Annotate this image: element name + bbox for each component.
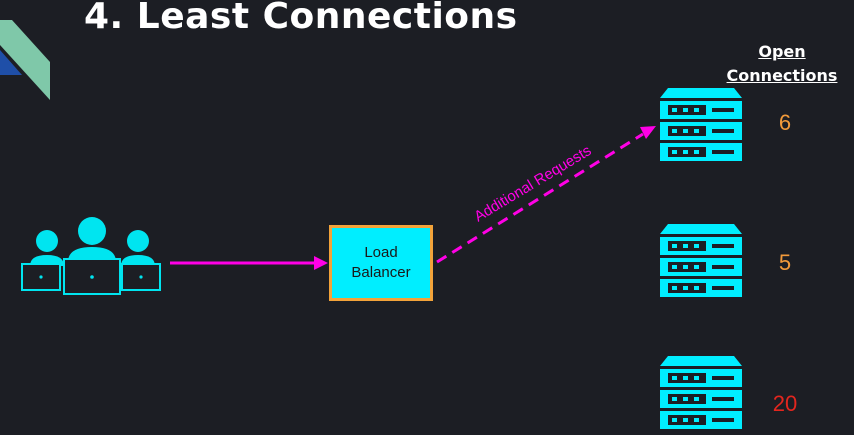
server-2-connection-count: 5 [778, 250, 792, 275]
arrow-label: Additional Requests [471, 142, 594, 225]
server-1-icon [660, 88, 742, 161]
corner-decoration [0, 20, 50, 100]
users-icon [21, 217, 161, 295]
servers [660, 88, 742, 429]
server-3-icon [660, 356, 742, 429]
server-1-connection-count: 6 [778, 110, 792, 135]
open-connections-header-line-2: Connections [726, 66, 838, 85]
load-balancer-label-line-2: Balancer [351, 264, 411, 281]
arrow-additional-requests [436, 126, 656, 264]
load-balancer-label-line-1: Load [364, 244, 398, 261]
server-3-connection-count: 20 [772, 391, 798, 416]
open-connections-header: Open Connections [722, 40, 842, 88]
arrow-users-to-load-balancer [170, 256, 328, 270]
slide-title: 4. Least Connections [84, 0, 518, 37]
server-2-icon [660, 224, 742, 297]
load-balancer-box: Load Balancer [329, 225, 433, 301]
open-connections-header-line-1: Open [758, 42, 806, 61]
